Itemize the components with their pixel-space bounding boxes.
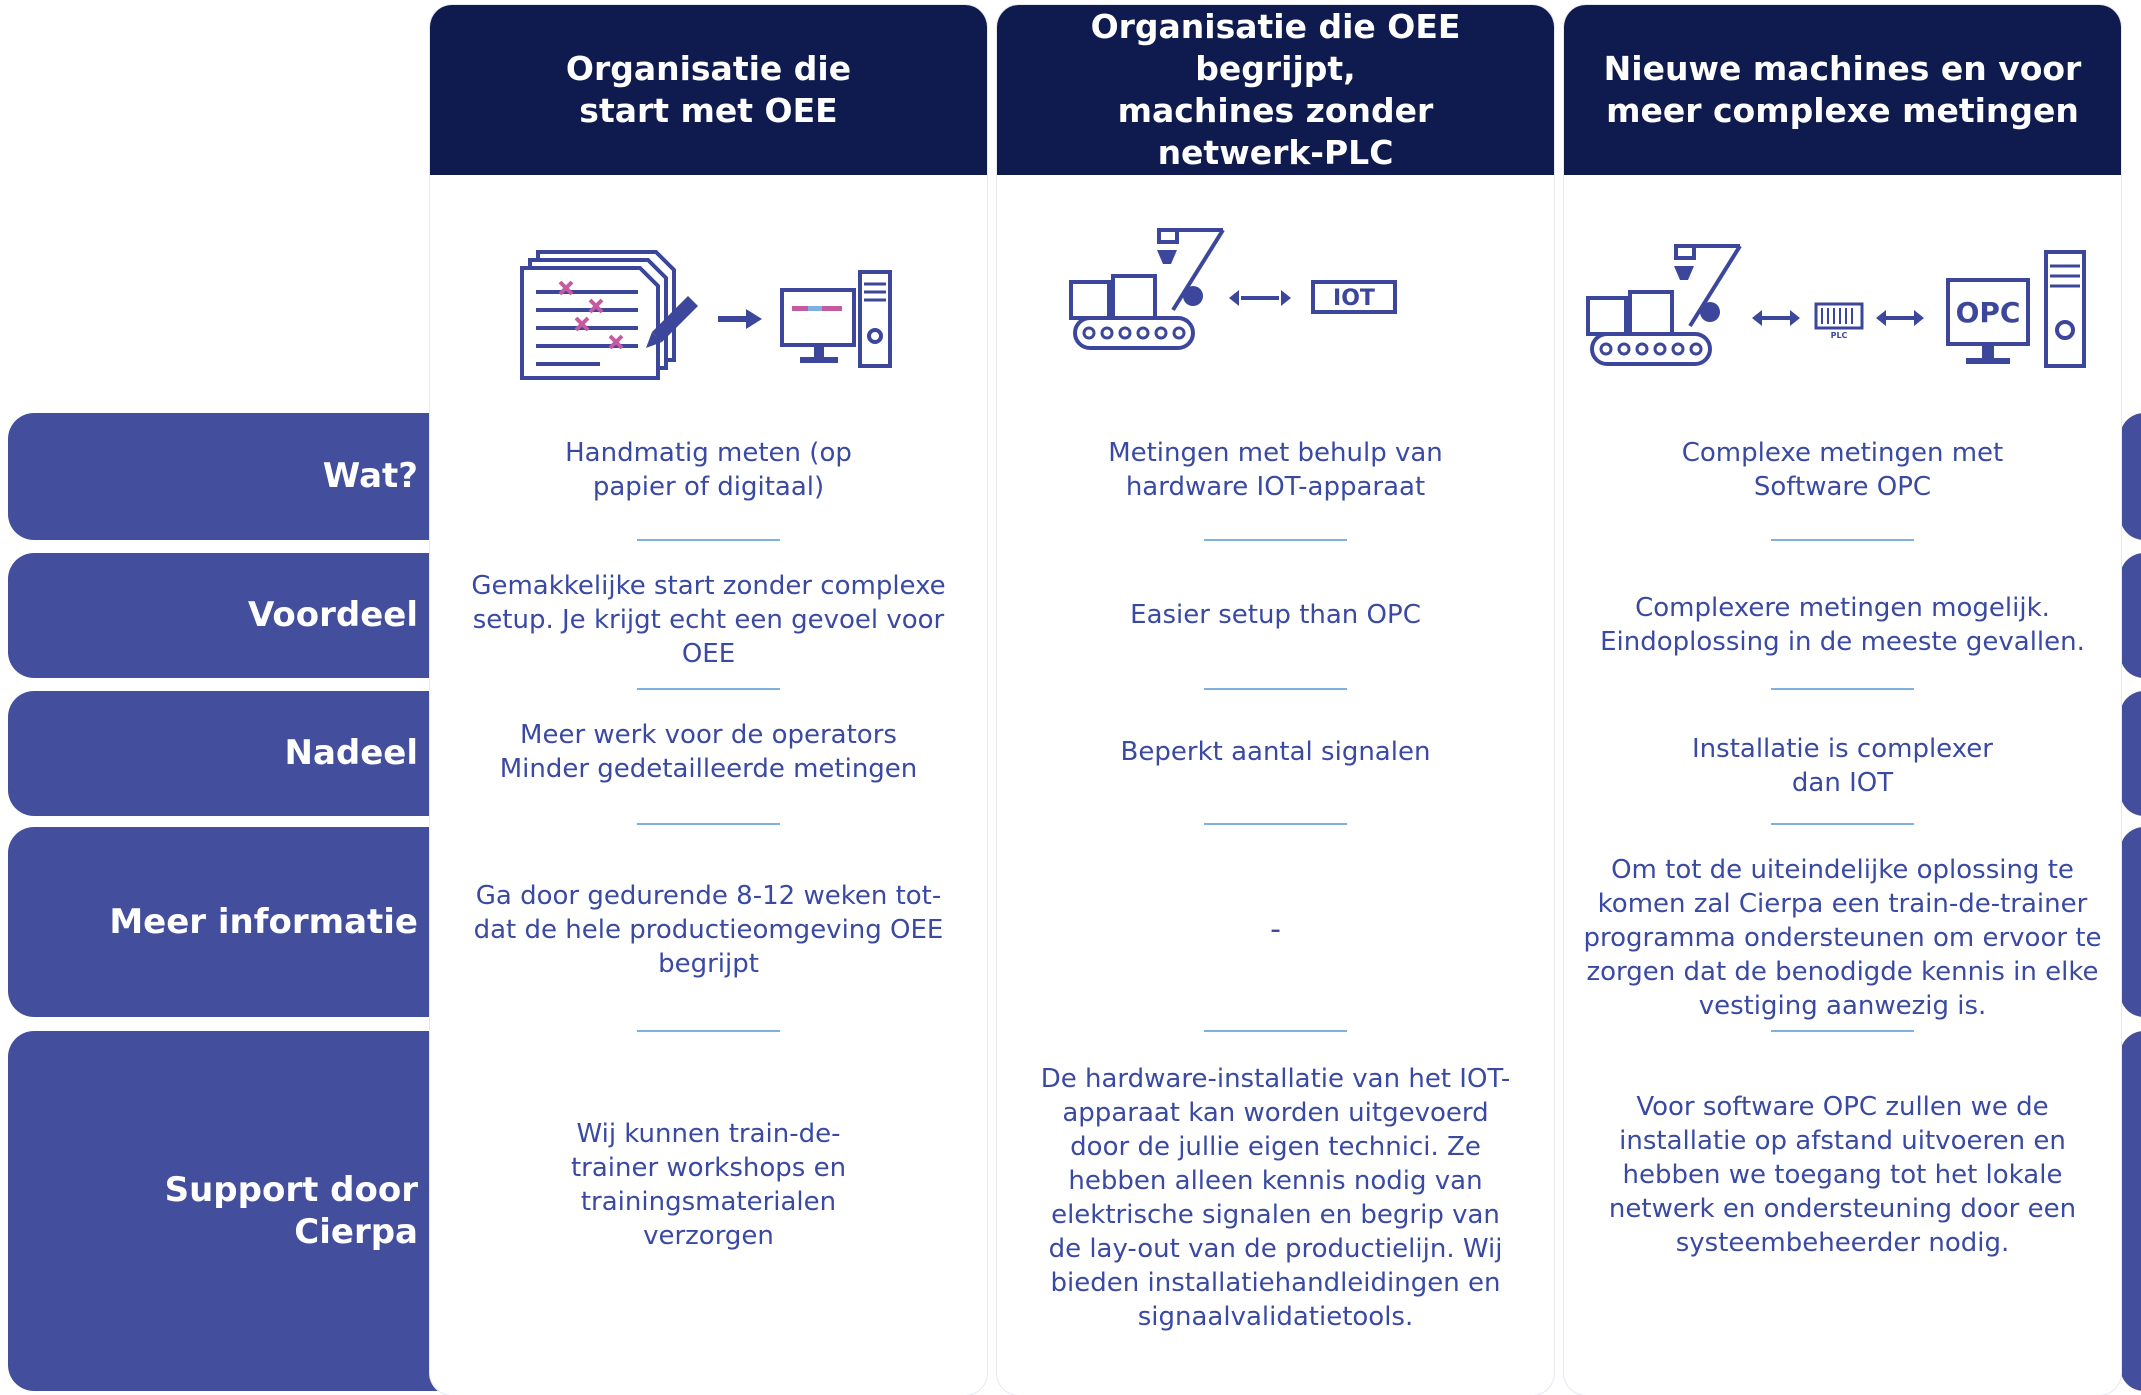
iot-label: IOT	[1333, 286, 1375, 311]
row-tab-right	[2120, 1031, 2141, 1391]
paper-to-computer-icon	[430, 210, 987, 380]
separator	[637, 539, 780, 541]
row-tab-right	[2120, 413, 2141, 540]
column-oee-begrijpt: Organisatie die OEE begrijpt, machines z…	[997, 5, 1554, 1395]
cell-voordeel: Gemakkelijke start zonder complexe setup…	[471, 571, 946, 669]
row-tab-right	[2120, 827, 2141, 1017]
separator	[637, 823, 780, 825]
cell-nadeel: Meer werk voor de operators Minder gedet…	[499, 720, 918, 784]
cell-meer-informatie: Ga door gedurende 8-12 weken tot- dat de…	[473, 881, 944, 979]
cell-wat: Handmatig meten (op papier of digitaal)	[565, 438, 852, 502]
cell-support: Wij kunnen train-de- trainer workshops e…	[570, 1119, 847, 1251]
separator	[1204, 1030, 1347, 1032]
separator	[1771, 823, 1914, 825]
separator	[637, 688, 780, 690]
column-header: Organisatie die start met OEE	[430, 5, 987, 175]
row-tab-right	[2120, 691, 2141, 816]
cell-wat: Complexe metingen met Software OPC	[1681, 438, 2004, 502]
separator	[1771, 688, 1914, 690]
cell-nadeel: Beperkt aantal signalen	[1120, 737, 1431, 767]
separator	[1204, 688, 1347, 690]
separator	[1771, 539, 1914, 541]
cell-voordeel: Complexere metingen mogelijk. Eindoploss…	[1600, 593, 2085, 657]
robot-iot-icon: IOT	[997, 210, 1554, 380]
cell-meer-informatie: -	[1270, 912, 1281, 947]
row-tab-right	[2120, 553, 2141, 678]
column-start-met-oee: Organisatie die start met OEE	[430, 5, 987, 1395]
separator	[637, 1030, 780, 1032]
opc-label: OPC	[1956, 296, 2021, 329]
cell-support: De hardware-installatie van het IOT- app…	[1040, 1063, 1511, 1332]
plc-label: PLC	[1831, 331, 1848, 340]
cell-wat: Metingen met behulp van hardware IOT-app…	[1108, 438, 1443, 502]
cell-support: Voor software OPC zullen we de installat…	[1608, 1092, 2077, 1258]
cell-voordeel: Easier setup than OPC	[1130, 600, 1421, 630]
cell-meer-informatie: Om tot de uiteindelijke oplossing te kom…	[1583, 854, 2102, 1021]
separator	[1204, 539, 1347, 541]
column-header: Nieuwe machines en voor meer complexe me…	[1564, 5, 2121, 175]
robot-plc-opc-icon: PLC OPC	[1564, 210, 2121, 380]
separator	[1204, 823, 1347, 825]
column-header: Organisatie die OEE begrijpt, machines z…	[997, 5, 1554, 175]
column-nieuwe-machines: Nieuwe machines en voor meer complexe me…	[1564, 5, 2121, 1395]
separator	[1771, 1030, 1914, 1032]
cell-nadeel: Installatie is complexer dan IOT	[1692, 734, 1993, 798]
